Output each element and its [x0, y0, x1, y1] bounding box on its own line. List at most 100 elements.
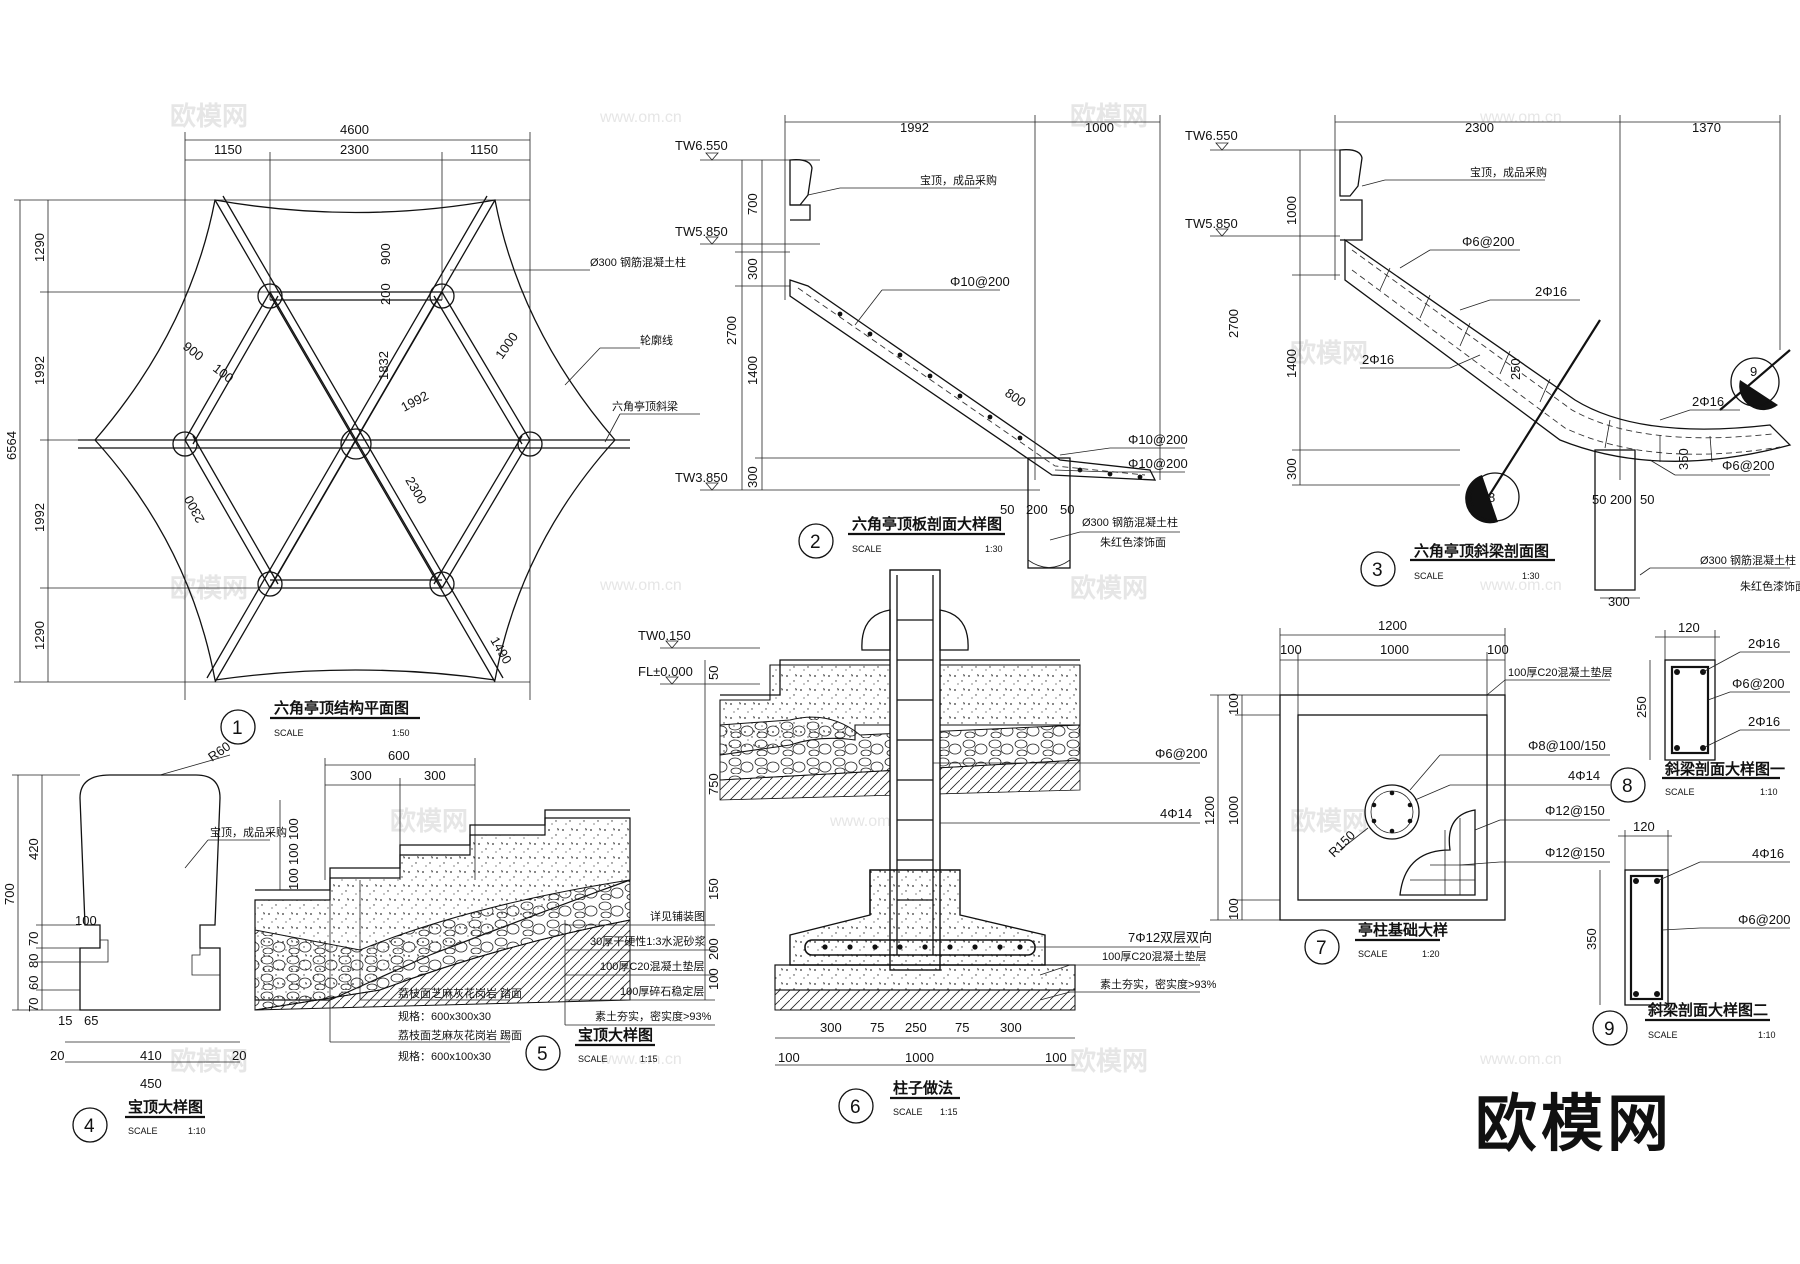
- dim-text: 2700: [724, 316, 739, 345]
- dim-text: 100: [778, 1050, 800, 1065]
- scale-value: 1:10: [1758, 1030, 1776, 1040]
- dim-text: 120: [1678, 620, 1700, 635]
- annotation: Φ12@150: [1545, 845, 1605, 860]
- dim-text: 250: [1508, 358, 1523, 380]
- watermark-logo: 欧模网: [390, 806, 468, 836]
- watermark-logo: 欧模网: [1290, 338, 1368, 368]
- scale-label: SCALE: [893, 1107, 923, 1117]
- dim-text: 80: [26, 954, 41, 968]
- drawing-number: 2: [810, 532, 821, 553]
- dim-text: 1000: [1380, 642, 1409, 657]
- dim-text: 2700: [1226, 309, 1241, 338]
- drawing-4-finial-detail: R60 宝顶，成品采购 700 420 70 80 60 70 100 15 6…: [2, 738, 287, 1143]
- section-mark: 9: [1750, 364, 1757, 379]
- layer-label: 100厚C20混凝土垫层: [600, 959, 705, 973]
- annotation: Φ10@200: [1128, 456, 1188, 471]
- layer-label: 30厚干硬性1:3水泥砂浆: [590, 934, 706, 948]
- annotation: Φ6@200: [1155, 746, 1208, 761]
- watermark-logo: 欧模网: [1070, 573, 1148, 603]
- dim-text: 100: [75, 913, 97, 928]
- dim-text: 65: [84, 1013, 98, 1028]
- dim-text: 1290: [32, 233, 47, 262]
- watermark-url: www.om.cn: [1479, 577, 1562, 594]
- dim-text: 750: [706, 773, 721, 795]
- dim-text: 300: [1608, 594, 1630, 609]
- dim-text: 100: [1280, 642, 1302, 657]
- dim-text: 15: [58, 1013, 72, 1028]
- dim-text: 200: [1610, 492, 1632, 507]
- drawing-title: 斜梁剖面大样图一: [1664, 760, 1785, 778]
- annotation: 朱红色漆饰面: [1100, 535, 1166, 549]
- annotation: 宝顶，成品采购: [920, 173, 997, 187]
- dim-text: 1992: [32, 356, 47, 385]
- dim-text: 50: [1000, 502, 1014, 517]
- dim-text: 200: [1026, 502, 1048, 517]
- dim-text: 100: [1226, 898, 1241, 920]
- drawing-3-rafter-section: 2300 1370 TW6.550 TW5.850 1000 2700 1400…: [1185, 115, 1800, 609]
- dim-text: 4600: [340, 122, 369, 137]
- annotation: 2Φ16: [1748, 714, 1780, 729]
- drawing-title: 宝顶大样图: [128, 1098, 203, 1116]
- dim-text: 20: [232, 1048, 246, 1063]
- drawing-number: 1: [232, 718, 243, 739]
- scale-label: SCALE: [1414, 571, 1444, 581]
- dim-text: 420: [26, 838, 41, 860]
- scale-value: 1:15: [940, 1107, 958, 1117]
- annotation: 轮廓线: [640, 333, 673, 347]
- dim-text: 700: [2, 883, 17, 905]
- annotation: Ø300 钢筋混凝土柱: [1082, 515, 1178, 529]
- dim-text: 70: [26, 932, 41, 946]
- dim-text: 6564: [4, 431, 19, 460]
- dim-text: 50: [1592, 492, 1606, 507]
- annotation: Φ6@200: [1738, 912, 1791, 927]
- annotation: 六角亭顶斜梁: [612, 399, 678, 413]
- annotation: Φ12@150: [1545, 803, 1605, 818]
- annotation: 素土夯实，密实度>93%: [1100, 977, 1217, 991]
- annotation: 朱红色漆饰面: [1740, 579, 1800, 593]
- dim-text: 100: [706, 968, 721, 990]
- watermark-url: www.om.cn: [599, 1051, 682, 1068]
- annotation: Φ6@200: [1462, 234, 1515, 249]
- drawing-title: 六角亭顶板剖面大样图: [852, 515, 1002, 533]
- dim-text: 100: [286, 818, 301, 840]
- annotation: Ø300 钢筋混凝土柱: [1700, 553, 1796, 567]
- level-mark: TW5.850: [1185, 216, 1238, 231]
- annotation: Φ8@100/150: [1528, 738, 1606, 753]
- scale-label: SCALE: [1648, 1030, 1678, 1040]
- dim-text: 300: [1000, 1020, 1022, 1035]
- annotation: 7Φ12双层双向: [1128, 930, 1212, 945]
- dim-text: 20: [50, 1048, 64, 1063]
- annotation: 2Φ16: [1362, 352, 1394, 367]
- dim-text: 1000: [905, 1050, 934, 1065]
- drawing-7-column-foundation-detail: 1200 100 1000 100 100 1200 1000 100 R150: [1202, 618, 1613, 965]
- annotation: 100厚C20混凝土垫层: [1508, 665, 1613, 679]
- drawing-number: 9: [1604, 1019, 1615, 1040]
- drawing-title: 柱子做法: [893, 1079, 953, 1097]
- drawing-2-roof-slab-section: 1992 1000 TW6.550 TW5.850 TW3.850 700 30…: [675, 115, 1188, 569]
- dim-text: 1832: [376, 351, 391, 380]
- drawing-9-rafter-section-detail-2: 120 350 4Φ16 Φ6@200 9 斜梁剖面大样图二 SCALE 1:1…: [1584, 819, 1791, 1046]
- annotation: Φ6@200: [1732, 676, 1785, 691]
- dim-text: 1150: [214, 142, 242, 157]
- annotation: Φ6@200: [1722, 458, 1775, 473]
- drawing-title: 六角亭顶结构平面图: [274, 699, 409, 717]
- scale-label: SCALE: [578, 1054, 608, 1064]
- drawing-number: 3: [1372, 560, 1383, 581]
- dim-text: 450: [140, 1076, 162, 1091]
- dim-text: 200: [706, 938, 721, 960]
- level-mark: TW6.550: [1185, 128, 1238, 143]
- dim-text: 100: [286, 868, 301, 890]
- annotation: 规格：600x300x30: [398, 1009, 491, 1023]
- dim-text: 1992: [32, 503, 47, 532]
- drawing-title: 宝顶大样图: [578, 1026, 653, 1044]
- watermark-logo: 欧模网: [1070, 1046, 1148, 1076]
- scale-value: 1:30: [985, 544, 1003, 554]
- scale-value: 1:30: [1522, 571, 1540, 581]
- watermark-url: www.om.cn: [599, 577, 682, 594]
- dim-text: 1400: [745, 356, 760, 385]
- dim-text: 300: [350, 768, 372, 783]
- dim-text: 1000: [492, 329, 521, 361]
- scale-label: SCALE: [1665, 787, 1695, 797]
- scale-value: 1:20: [1422, 949, 1440, 959]
